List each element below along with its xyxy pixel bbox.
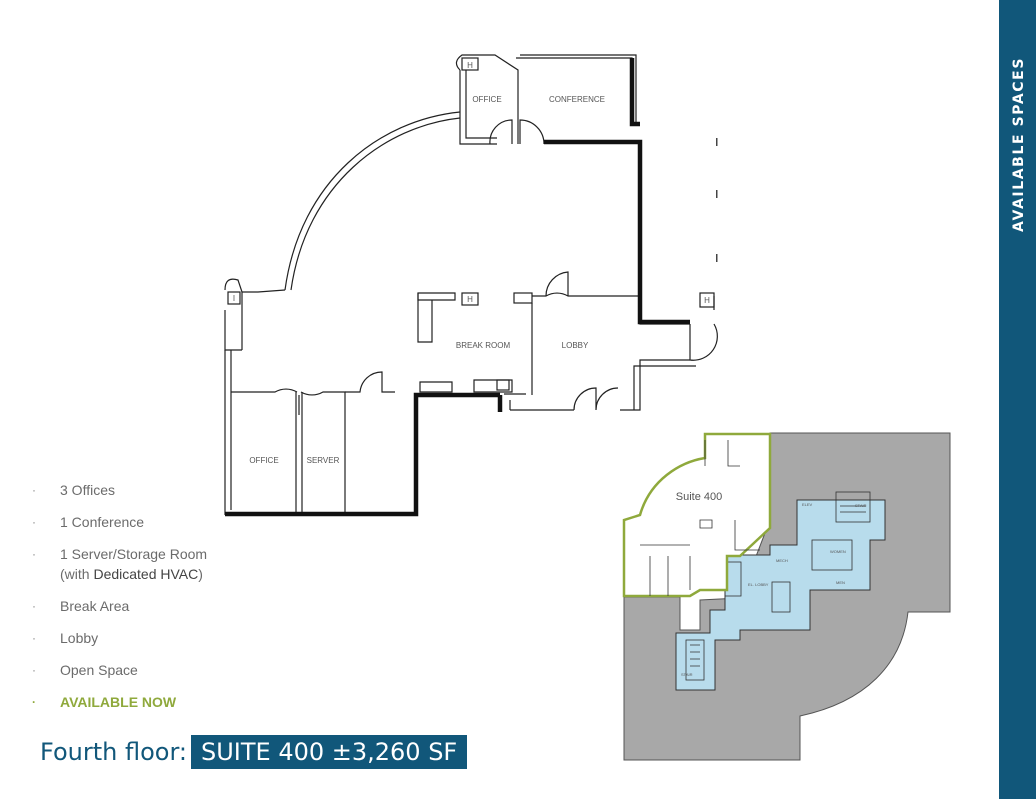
feature-list: · 3 Offices · 1 Conference · 1 Server/St… — [32, 480, 207, 712]
svg-text:H: H — [467, 295, 473, 304]
svg-text:I: I — [233, 294, 235, 303]
key-plan-label-mech: MECH — [776, 558, 788, 563]
key-plan-label-el-lobby: EL. LOBBY — [748, 582, 769, 587]
list-item: · 1 Server/Storage Room (with Dedicated … — [32, 546, 208, 582]
list-item: · 1 Conference — [32, 514, 145, 530]
hvac-note: Dedicated HVAC — [93, 566, 199, 582]
key-plan-label-elev: ELEV — [802, 502, 813, 507]
availability-status: · AVAILABLE NOW — [32, 694, 177, 710]
sidebar-banner — [999, 0, 1036, 799]
key-plan: Suite 400 ELEV STAIR WOMEN MEN MECH EL. … — [622, 432, 951, 761]
floor-label: Fourth floor: — [40, 738, 187, 766]
bullet-icon: · — [32, 631, 36, 645]
bullet-icon: · — [32, 515, 36, 529]
bullet-icon: · — [32, 663, 36, 677]
room-label-office-bottom: OFFICE — [249, 456, 278, 465]
room-label-break-room: BREAK ROOM — [456, 341, 511, 350]
list-item: · 3 Offices — [32, 482, 115, 498]
suite-floor-plan: OFFICE CONFERENCE BREAK ROOM LOBBY OFFIC… — [224, 54, 951, 761]
key-plan-suite-label: Suite 400 — [676, 491, 722, 503]
suite-size-badge: SUITE 400 ±3,260 SF — [190, 735, 468, 769]
svg-text:H: H — [704, 296, 710, 305]
bullet-icon: · — [32, 599, 36, 613]
room-label-conference: CONFERENCE — [549, 95, 605, 104]
key-plan-label-men: MEN — [836, 580, 845, 585]
room-label-server: SERVER — [307, 456, 340, 465]
room-label-office-top: OFFICE — [472, 95, 501, 104]
floor-title: Fourth floor:SUITE 400 ±3,260 SF — [40, 735, 468, 769]
list-item: · Lobby — [32, 630, 99, 646]
key-plan-label-women: WOMEN — [830, 549, 846, 554]
key-plan-label-stair-s: STAIR — [681, 672, 693, 677]
svg-text:H: H — [467, 61, 473, 70]
bullet-icon: · — [32, 695, 36, 709]
bullet-icon: · — [32, 483, 36, 497]
list-item: · Break Area — [32, 598, 130, 614]
bullet-icon: · — [32, 547, 36, 561]
key-plan-label-stair-n: STAIR — [855, 503, 867, 508]
room-label-lobby: LOBBY — [562, 341, 589, 350]
list-item: · Open Space — [32, 662, 138, 678]
sidebar-title: AVAILABLE SPACES — [1011, 56, 1027, 232]
